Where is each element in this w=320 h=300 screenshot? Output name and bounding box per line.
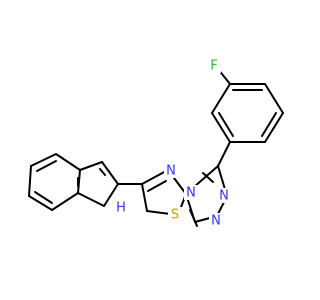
- indole-nh-label: H: [116, 201, 126, 216]
- chemical-structure: F N N N N S H: [28, 58, 284, 229]
- aryl-triazole-bond: [217, 141, 231, 167]
- nitrogen-label-upper-right: N: [219, 189, 229, 204]
- atom-labels: F N N N N S H: [114, 58, 231, 229]
- indole-system: [28, 153, 119, 211]
- nitrogen-label-bridge: N: [186, 186, 196, 201]
- sulfur-label: S: [171, 208, 179, 223]
- nitrogen-label-upper-left: N: [166, 164, 176, 179]
- fluorine-label: F: [210, 59, 217, 74]
- fluorophenyl-ring: [211, 83, 284, 143]
- nitrogen-label-lower-right: N: [211, 214, 221, 229]
